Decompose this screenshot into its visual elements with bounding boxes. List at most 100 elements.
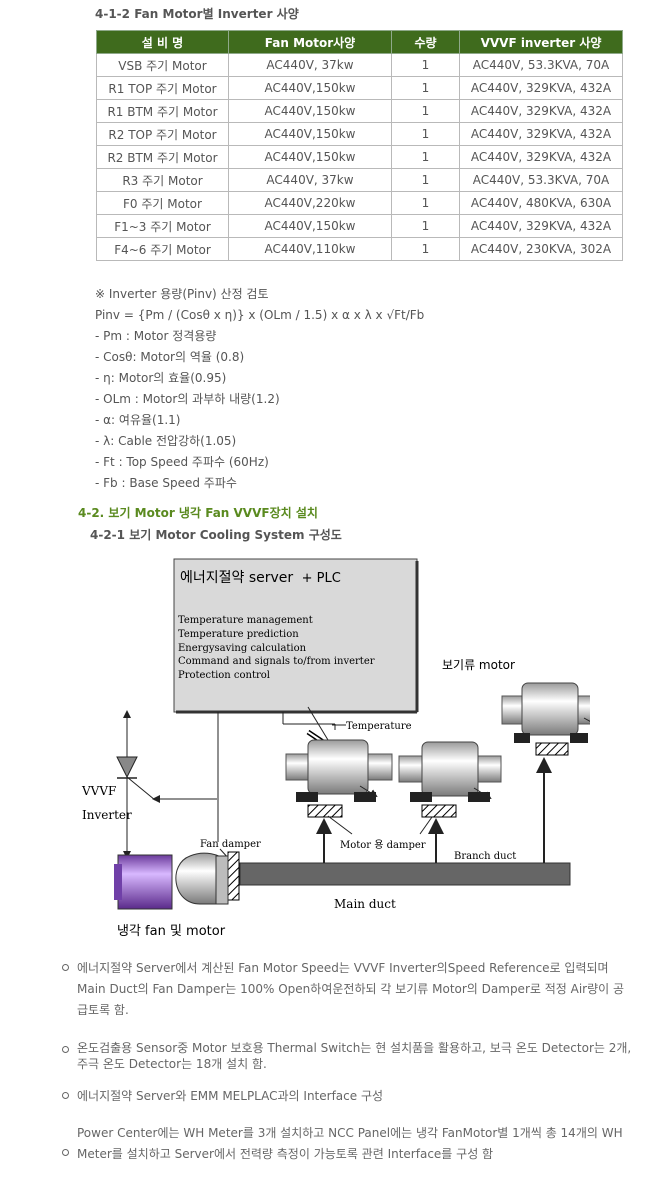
list-item-text: 온도검출용 Sensor중 Motor 보호용 Thermal Switch는 …: [77, 1041, 632, 1071]
server-suffix: + PLC: [302, 571, 341, 586]
branch-risers: [316, 757, 552, 863]
table-cell: AC440V, 329KVA, 432A: [459, 99, 623, 123]
list-item: Power Center에는 WH Meter를 3개 설치하고 NCC Pan…: [62, 1123, 632, 1165]
table-cell: R2 BTM 주기 Motor: [96, 145, 229, 169]
server-line: Temperature management: [178, 615, 313, 626]
svg-text:에너지절약 server + PLC: 에너지절약 server + PLC: [180, 570, 341, 586]
fan-damper: [227, 851, 240, 901]
server-line: Temperature prediction: [178, 629, 299, 640]
server-title: 에너지절약 server: [180, 570, 293, 586]
table-cell: AC440V, 480KVA, 630A: [459, 191, 623, 215]
note-line: - α: 여유율(1.1): [95, 413, 181, 427]
cooling-fan-motor: [114, 852, 229, 910]
table-cell: AC440V, 230KVA, 302A: [459, 237, 623, 261]
table-cell: 1: [391, 237, 460, 261]
table-cell: AC440V, 329KVA, 432A: [459, 214, 623, 238]
inverter-capacity-notes: ※ Inverter 용량(Pinv) 산정 검토 Pinv = {Pm / (…: [95, 284, 424, 494]
table-cell: AC440V, 329KVA, 432A: [459, 122, 623, 146]
table-cell: 1: [391, 191, 460, 215]
inverter-label: Inverter: [82, 808, 132, 822]
server-line: Energysaving calculation: [178, 643, 307, 654]
vvvf-label: VVVF: [81, 784, 116, 798]
table-cell: AC440V, 37kw: [228, 53, 392, 77]
section-title: 4-1-2 Fan Motor별 Inverter 사양: [95, 7, 299, 21]
branch-duct-label: Branch duct: [454, 851, 516, 862]
table-cell: 1: [391, 145, 460, 169]
main-duct: [239, 862, 571, 886]
table-cell: AC440V, 53.3KVA, 70A: [459, 168, 623, 192]
cooling-system-diagram: 에너지절약 server + PLC Temperature managemen…: [81, 558, 590, 939]
table-header-row: 설 비 명 Fan Motor사양 수량 VVVF inverter 사양: [96, 30, 623, 54]
note-line: - λ: Cable 전압강하(1.05): [95, 434, 237, 448]
aux-motor-2: [398, 741, 502, 818]
note-line: - OLm : Motor의 과부하 내량(1.2): [95, 392, 280, 406]
table-cell: AC440V,150kw: [228, 122, 392, 146]
energy-server-box: 에너지절약 server + PLC Temperature managemen…: [173, 558, 419, 714]
table-cell: 1: [391, 99, 460, 123]
table-cell: AC440V,150kw: [228, 214, 392, 238]
motor-damper-label: Motor 용 damper: [340, 839, 426, 851]
note-line: Pinv = {Pm / (Cosθ x η)} x (OLm / 1.5) x…: [95, 308, 425, 322]
table-cell: AC440V, 53.3KVA, 70A: [459, 53, 623, 77]
note-line: - Cosθ: Motor의 역율 (0.8): [95, 350, 245, 364]
section-heading: 4-2. 보기 Motor 냉각 Fan VVVF장치 설치: [78, 506, 318, 520]
table-cell: F0 주기 Motor: [96, 191, 229, 215]
table-cell: 1: [391, 122, 460, 146]
table-cell: 1: [391, 214, 460, 238]
signal-lines: [123, 706, 336, 859]
server-line: Command and signals to/from inverter: [178, 656, 375, 667]
list-item-text: 에너지절약 Server와 EMM MELPLAC과의 Interface 구성: [77, 1089, 384, 1103]
list-item-text: 에너지절약 Server에서 계산된 Fan Motor Speed는 VVVF…: [77, 961, 625, 1017]
bullet-icon: [62, 1046, 69, 1053]
table-cell: 1: [391, 168, 460, 192]
description-list: 에너지절약 Server에서 계산된 Fan Motor Speed는 VVVF…: [62, 958, 632, 1165]
aux-motor-label: 보기류 motor: [442, 658, 515, 672]
temperature-label: Temperature: [346, 721, 412, 732]
table-header-cell: VVVF inverter 사양: [459, 30, 623, 54]
table-cell: F4~6 주기 Motor: [96, 237, 229, 261]
table-cell: AC440V, 329KVA, 432A: [459, 145, 623, 169]
note-line: - Fb : Base Speed 주파수: [95, 476, 237, 490]
list-item: 에너지절약 Server와 EMM MELPLAC과의 Interface 구성: [62, 1086, 632, 1107]
main-duct-label: Main duct: [334, 897, 396, 911]
table-cell: AC440V, 37kw: [228, 168, 392, 192]
table-cell: 1: [391, 53, 460, 77]
table-cell: R2 TOP 주기 Motor: [96, 122, 229, 146]
table-cell: AC440V,150kw: [228, 99, 392, 123]
aux-motor-top: [501, 682, 590, 756]
note-line: ※ Inverter 용량(Pinv) 산정 검토: [95, 287, 269, 301]
fan-damper-label: Fan damper: [200, 839, 261, 850]
note-line: - Pm : Motor 정격용량: [95, 329, 217, 343]
table-cell: AC440V, 329KVA, 432A: [459, 76, 623, 100]
table-cell: AC440V,220kw: [228, 191, 392, 215]
table-cell: AC440V,150kw: [228, 76, 392, 100]
bullet-icon: [62, 964, 69, 971]
bullet-icon: [62, 1149, 69, 1156]
table-header-cell: 수량: [391, 30, 460, 54]
server-line: Protection control: [178, 670, 270, 681]
table-header-cell: Fan Motor사양: [228, 30, 392, 54]
table-cell: R1 BTM 주기 Motor: [96, 99, 229, 123]
table-cell: VSB 주기 Motor: [96, 53, 229, 77]
table-cell: R3 주기 Motor: [96, 168, 229, 192]
table-cell: AC440V,150kw: [228, 145, 392, 169]
table-cell: AC440V,110kw: [228, 237, 392, 261]
list-item-text: Power Center에는 WH Meter를 3개 설치하고 NCC Pan…: [77, 1126, 623, 1161]
vvvf-inverter-symbol: [116, 756, 156, 801]
inverter-spec-table: 설 비 명 Fan Motor사양 수량 VVVF inverter 사양 VS…: [96, 30, 623, 261]
list-item: 에너지절약 Server에서 계산된 Fan Motor Speed는 VVVF…: [62, 958, 632, 1021]
aux-motor-1: [285, 739, 393, 818]
bullet-icon: [62, 1092, 69, 1099]
section-subheading: 4-2-1 보기 Motor Cooling System 구성도: [90, 528, 342, 542]
table-cell: F1~3 주기 Motor: [96, 214, 229, 238]
note-line: - η: Motor의 효율(0.95): [95, 371, 227, 385]
